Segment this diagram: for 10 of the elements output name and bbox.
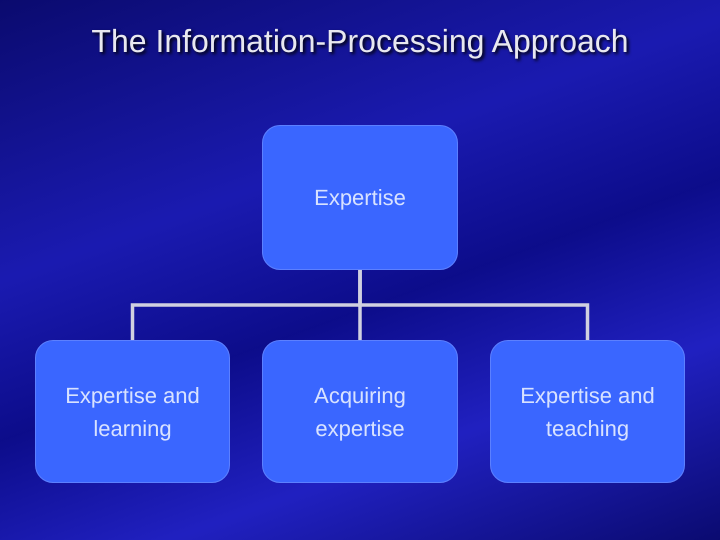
rounded-box (490, 340, 685, 483)
node-label: Expertise (314, 184, 406, 212)
rounded-box (35, 340, 230, 483)
connector-line (358, 270, 590, 340)
slide-title: The Information-Processing Approach (90, 22, 630, 60)
node-label: Expertise and learning (64, 382, 201, 443)
rounded-box (262, 340, 458, 483)
node-label: Expertise and teaching (519, 382, 656, 443)
rounded-box (262, 125, 458, 270)
node-label: Acquiring expertise (313, 382, 407, 443)
